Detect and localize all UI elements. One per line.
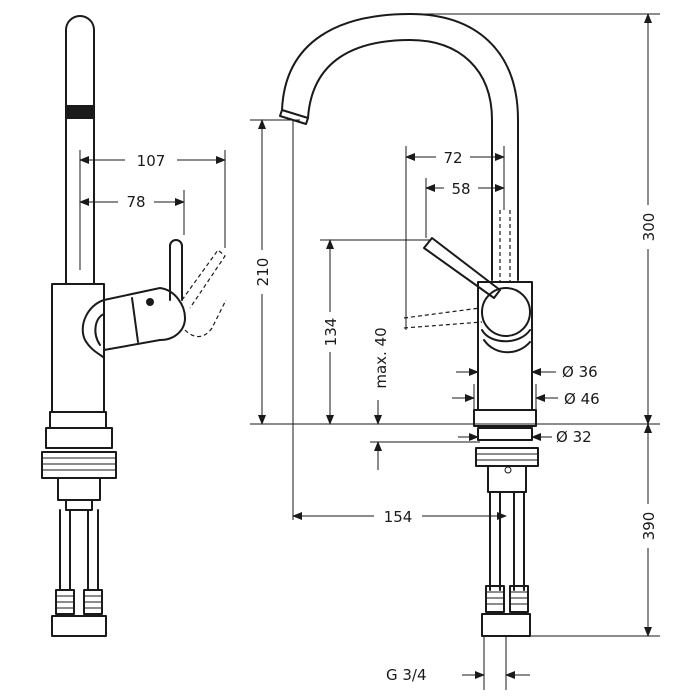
side-body [51,283,105,413]
dim-front-d36: Ø 36 [456,363,598,381]
dim-front-d32: Ø 32 [458,428,592,446]
dim-label-390: 390 [640,512,658,541]
dim-label-72: 72 [443,149,462,167]
front-spout-tip [279,109,309,125]
dim-label-d46: Ø 46 [564,390,600,408]
side-lever [169,239,183,301]
dim-label-107: 107 [137,152,166,170]
dim-front-thread: G 3/4 [386,636,530,690]
dim-label-78: 78 [126,193,145,211]
side-view: 107 78 [41,15,227,637]
dim-side-78: 78 [79,190,185,235]
dim-label-58: 58 [451,180,470,198]
dim-label-max40: max. 40 [372,327,390,388]
front-view: 300 390 210 134 max. 40 [250,13,660,690]
dim-label-300: 300 [640,213,658,242]
dim-label-thread: G 3/4 [386,666,427,684]
dim-label-154: 154 [384,508,413,526]
side-spout-tube [65,15,95,285]
dim-front-134: 134 [320,239,340,425]
dim-front-d46: Ø 46 [452,384,600,410]
side-mount-nut [41,451,117,479]
front-mount-nut [475,447,539,467]
dim-front-154: 154 [292,506,507,526]
dim-label-d36: Ø 36 [562,363,598,381]
side-aerator [66,105,94,119]
dim-label-d32: Ø 32 [556,428,592,446]
front-lever [423,237,501,299]
dim-front-210: 210 [252,119,272,425]
side-lever-housing [103,287,186,351]
dim-front-max40: max. 40 [370,327,480,470]
front-lever-dashed [403,307,483,329]
dim-label-134: 134 [322,318,340,347]
side-supply-hose [59,509,99,591]
dim-front-300: 300 [638,13,658,425]
front-supply-hose [489,491,525,591]
front-body [477,281,533,411]
dim-label-210: 210 [254,258,272,287]
front-lever-cap [481,287,531,337]
dim-side-107: 107 [79,150,226,270]
side-lever-indicator [146,298,154,306]
dim-front-390: 390 [638,423,658,637]
dim-front-72: 72 [405,146,505,330]
dim-front-58: 58 [425,178,505,238]
side-lever-dashed-position [181,249,226,309]
